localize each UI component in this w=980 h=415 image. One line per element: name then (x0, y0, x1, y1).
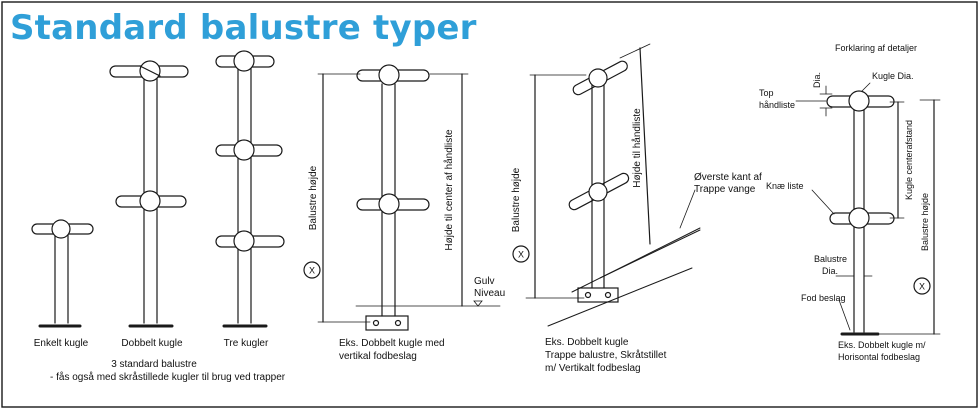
marker-x-detail: X (919, 282, 925, 292)
label-triple-ball: Tre kugler (224, 338, 269, 349)
caption-standard-line2: - fås også med skråstillede kugler til b… (50, 371, 286, 383)
stringer-label-line1: Øverste kant af (694, 172, 762, 183)
sheet-border (1, 1, 978, 408)
stringer-label-line2: Trappe vange (694, 184, 756, 195)
label-single-ball: Enkelt kugle (34, 338, 89, 349)
caption-stair-line3: m/ Vertikalt fodbeslag (545, 363, 641, 374)
detail-post-dia-line1: Balustre (814, 254, 847, 264)
detail-post-dia-line2: Dia. (822, 266, 838, 276)
caption-stair-line1: Eks. Dobbelt kugle (545, 337, 629, 348)
balustre-stair-example (512, 43, 701, 327)
detail-ball-distance-label: Kugle centerafstand (904, 120, 914, 200)
floor-label-line1: Gulv (474, 276, 495, 287)
dim-height-stair: Balustre højde (511, 167, 522, 232)
label-double-ball: Dobbelt kugle (121, 338, 183, 349)
dim-handrail-vertical: Højde til center af håndliste (443, 129, 455, 251)
balustre-triple-ball (215, 50, 285, 328)
detail-top-rail-line1: Top (759, 88, 774, 98)
detail-foot-label: Fod beslag (801, 293, 846, 303)
detail-heading: Forklaring af detaljer (835, 43, 917, 53)
caption-detail-line1: Eks. Dobbelt kugle m/ (838, 340, 926, 350)
balustre-vertical-example (303, 64, 501, 331)
balustre-detail-example (795, 82, 941, 336)
page-title: Standard balustre typer (10, 8, 477, 48)
detail-top-rail-line2: håndliste (759, 100, 795, 110)
caption-stair-line2: Trappe balustre, Skråtstillet (545, 349, 667, 361)
caption-vertical-line2: vertikal fodbeslag (339, 351, 417, 362)
caption-detail-line2: Horisontal fodbeslag (838, 352, 920, 362)
detail-dia-label: Dia. (812, 72, 822, 88)
caption-standard-line1: 3 standard balustre (111, 359, 197, 370)
detail-ball-dia-label: Kugle Dia. (872, 71, 914, 81)
caption-vertical-line1: Eks. Dobbelt kugle med (339, 338, 445, 349)
balustre-double-ball (109, 60, 189, 328)
detail-height-label: Balustre højde (920, 193, 930, 251)
dim-height-vertical: Balustre højde (308, 165, 319, 230)
marker-x-vertical: X (309, 266, 315, 276)
floor-label-line2: Niveau (474, 288, 505, 299)
detail-knee-rail-label: Knæ liste (766, 181, 804, 191)
dim-handrail-stair: Højde til håndliste (631, 108, 643, 188)
balustre-single-ball (31, 219, 94, 328)
marker-x-stair: X (518, 250, 524, 260)
